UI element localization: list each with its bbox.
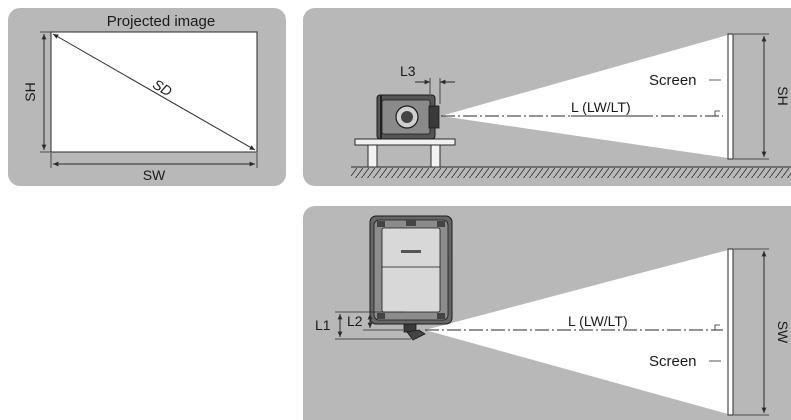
sh-label: SH: [775, 86, 791, 105]
side-view-diagram: L3 L (LW/LT) Screen SH: [351, 33, 791, 178]
projection-beam: [425, 250, 728, 414]
right-angle-mark: [714, 324, 720, 330]
sw-label: SW: [143, 167, 166, 183]
screen-label: Screen: [649, 353, 697, 370]
screen-top: [727, 248, 734, 416]
floor-hatch: [351, 168, 791, 178]
l1-label: L1: [315, 317, 331, 333]
l3-label: L3: [400, 63, 416, 79]
projector-side: [376, 94, 440, 140]
side-view-panel: L3 L (LW/LT) Screen SH: [303, 8, 791, 186]
table-leg-left: [367, 144, 378, 168]
top-view-diagram: L1 L2 L (LW/LT) Screen SW: [315, 215, 791, 416]
screen-side: [727, 33, 734, 160]
diagonal-line: [52, 33, 256, 151]
projector-top: [369, 215, 453, 341]
distance-label: L (LW/LT): [571, 99, 631, 115]
projected-image-diagram: Projected image SD SH SW: [22, 13, 258, 183]
projection-beam: [441, 35, 728, 158]
table-top: [354, 138, 456, 146]
top-view-panel: L1 L2 L (LW/LT) Screen SW: [303, 206, 791, 420]
sh-label: SH: [22, 82, 38, 101]
distance-label: L (LW/LT): [568, 313, 628, 329]
l2-label: L2: [347, 313, 363, 329]
screen-label: Screen: [649, 72, 697, 89]
table-leg-right: [430, 144, 441, 168]
projected-image-title: Projected image: [107, 13, 215, 30]
sw-label: SW: [775, 321, 791, 344]
projected-image-panel: Projected image SD SH SW: [8, 8, 286, 186]
right-angle-mark: [714, 110, 720, 116]
